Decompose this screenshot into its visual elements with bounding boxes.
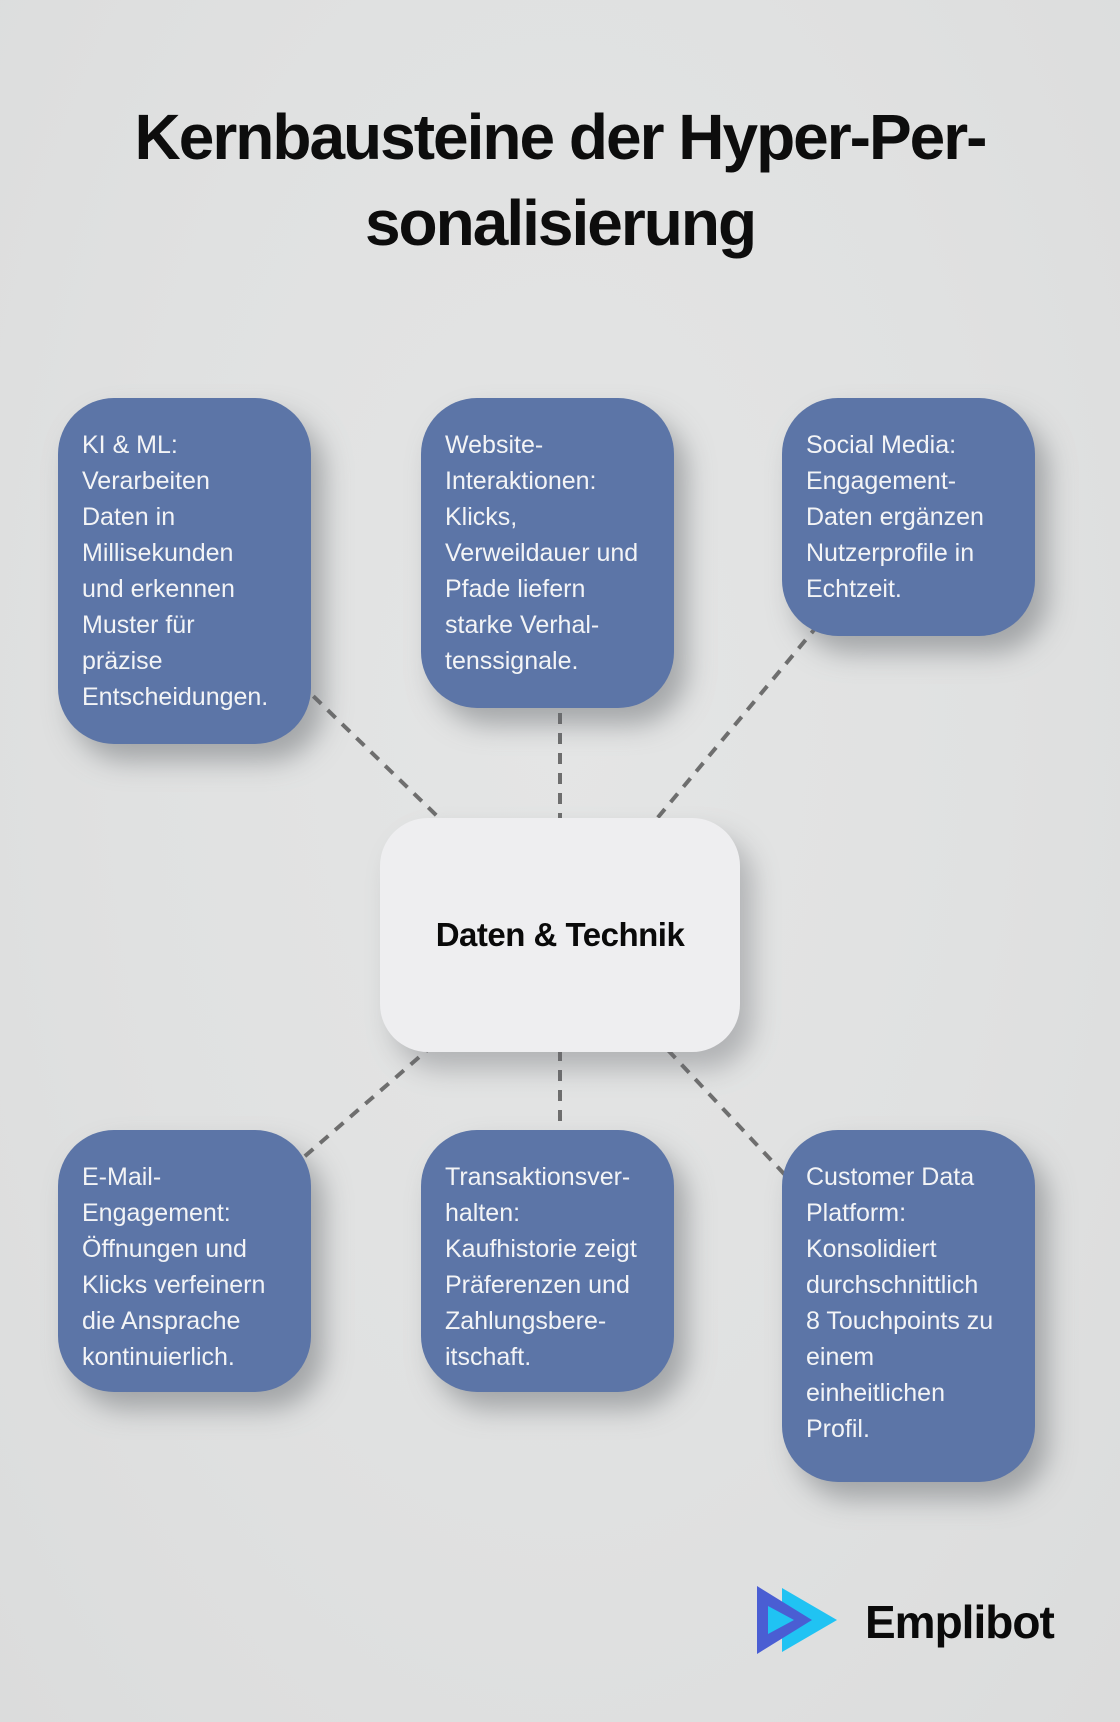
logo-triangle-cyan-inner (768, 1606, 794, 1634)
center-node-label: Daten & Technik (435, 916, 685, 953)
box-line: Profil. (806, 1415, 870, 1443)
box-line: Zahlungsbere- (445, 1307, 607, 1335)
node-website-interaktionen: Website- Interaktionen: Klicks, Verweildaue… (421, 398, 674, 708)
fast-forward-triangles-icon (757, 1586, 837, 1654)
box-line: Platform: (806, 1199, 907, 1227)
box-line: Social Media: (806, 431, 957, 459)
box-line: Transaktionsver- (445, 1163, 631, 1191)
box-line: Customer Data (806, 1163, 975, 1191)
node-transaktionsverhalten: Transaktionsver-halten: Kaufhistorie zeig… (421, 1130, 674, 1392)
box-line: kontinuierlich. (82, 1343, 235, 1371)
box-line: Interaktionen: (445, 467, 597, 495)
box-line: Öffnungen und (82, 1235, 247, 1263)
box-line: und erkennen (82, 575, 235, 603)
box-line: die Ansprache (82, 1307, 241, 1335)
box-line: Entscheidungen. (82, 683, 269, 711)
box-line: Engagement: (82, 1199, 231, 1227)
box-line: Daten in (82, 503, 176, 531)
box-line: Daten ergänzen (806, 503, 984, 531)
box-line: Klicks verfeinern (82, 1271, 266, 1299)
box-line: Konsolidiert (806, 1235, 937, 1263)
box-line: Klicks, (445, 503, 518, 531)
box-line: Nutzerprofile in (806, 539, 975, 567)
box-line: halten: (445, 1199, 521, 1227)
box-line: tenssignale. (445, 647, 579, 675)
page-title-line2: sonalisierung (364, 187, 757, 259)
box-line: Echtzeit. (806, 575, 902, 603)
box-line: Muster für (82, 611, 195, 639)
box-line: itschaft. (445, 1343, 532, 1371)
box-line: Pfade liefern (445, 575, 586, 603)
emplibot-logo: Emplibot (748, 1582, 1055, 1662)
box-line: Verarbeiten (82, 467, 210, 495)
box-line: E-Mail- (82, 1163, 162, 1191)
box-line: 8 Touchpoints zu (806, 1307, 994, 1335)
box-line: Engagement- (806, 467, 957, 495)
box-line: einem (806, 1343, 875, 1371)
box-line: Verweildauer und (445, 539, 639, 567)
box-line: Kaufhistorie zeigt (445, 1235, 637, 1263)
page-title-line1: Kernbausteine der Hyper-Per- (134, 101, 988, 173)
box-line: durchschnittlich (806, 1271, 979, 1299)
box-line: starke Verhal- (445, 611, 600, 639)
box-line: KI & ML: (82, 431, 178, 459)
brand-name: Emplibot (865, 1596, 1055, 1648)
center-node-daten-technik: Daten & Technik (380, 818, 740, 1052)
box-line: präzise (82, 647, 163, 675)
box-line: Website- (445, 431, 544, 459)
box-line: einheitlichen (806, 1379, 945, 1407)
page-title: Kernbausteine der Hyper-Per-sonalisierun… (0, 94, 1120, 266)
box-line: Millisekunden (82, 539, 234, 567)
box-line: Präferenzen und (445, 1271, 630, 1299)
